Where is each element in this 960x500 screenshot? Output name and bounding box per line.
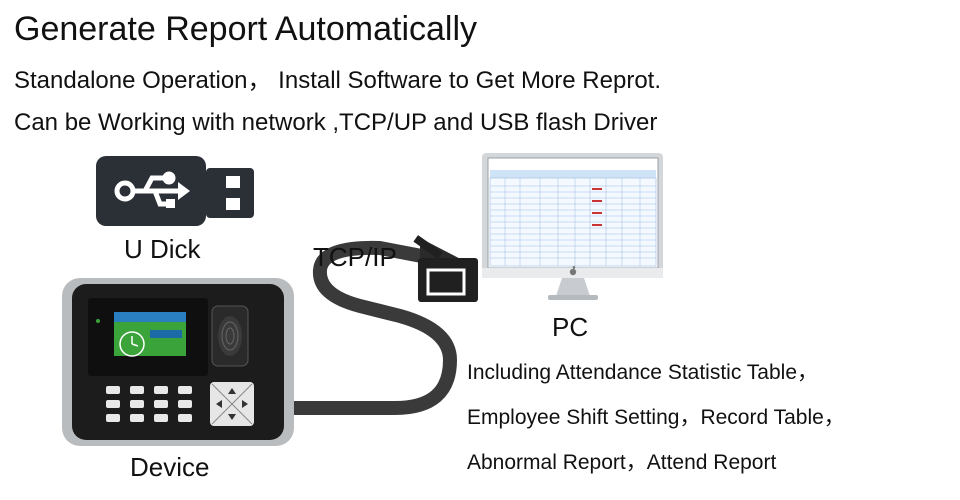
pc-label: PC bbox=[552, 312, 589, 342]
report-line-1: Including Attendance Statistic Table， bbox=[467, 361, 819, 384]
udisk-label: U Dick bbox=[124, 234, 201, 264]
navigation-pad bbox=[210, 382, 254, 426]
attendance-device bbox=[62, 278, 294, 446]
network-cable bbox=[285, 240, 458, 415]
tcpip-label: TCP/IP bbox=[313, 242, 397, 272]
report-line-2: Employee Shift Setting，Record Table， bbox=[467, 406, 845, 429]
keypad bbox=[106, 386, 192, 422]
report-line-3: Abnormal Report，Attend Report bbox=[467, 451, 777, 474]
fingerprint-icon bbox=[211, 305, 249, 367]
pc-monitor bbox=[482, 153, 663, 300]
device-label: Device bbox=[130, 452, 210, 482]
subtitle-line-2: Can be Working with network ,TCP/UP and … bbox=[14, 109, 658, 136]
attendance-table-preview bbox=[489, 170, 657, 267]
subtitle-line-1: Standalone Operation， Install Software t… bbox=[14, 67, 662, 94]
page-title: Generate Report Automatically bbox=[14, 10, 478, 48]
usb-symbol-icon bbox=[114, 171, 190, 208]
usb-plug-icon bbox=[413, 235, 478, 302]
usb-flash-drive bbox=[96, 156, 254, 226]
